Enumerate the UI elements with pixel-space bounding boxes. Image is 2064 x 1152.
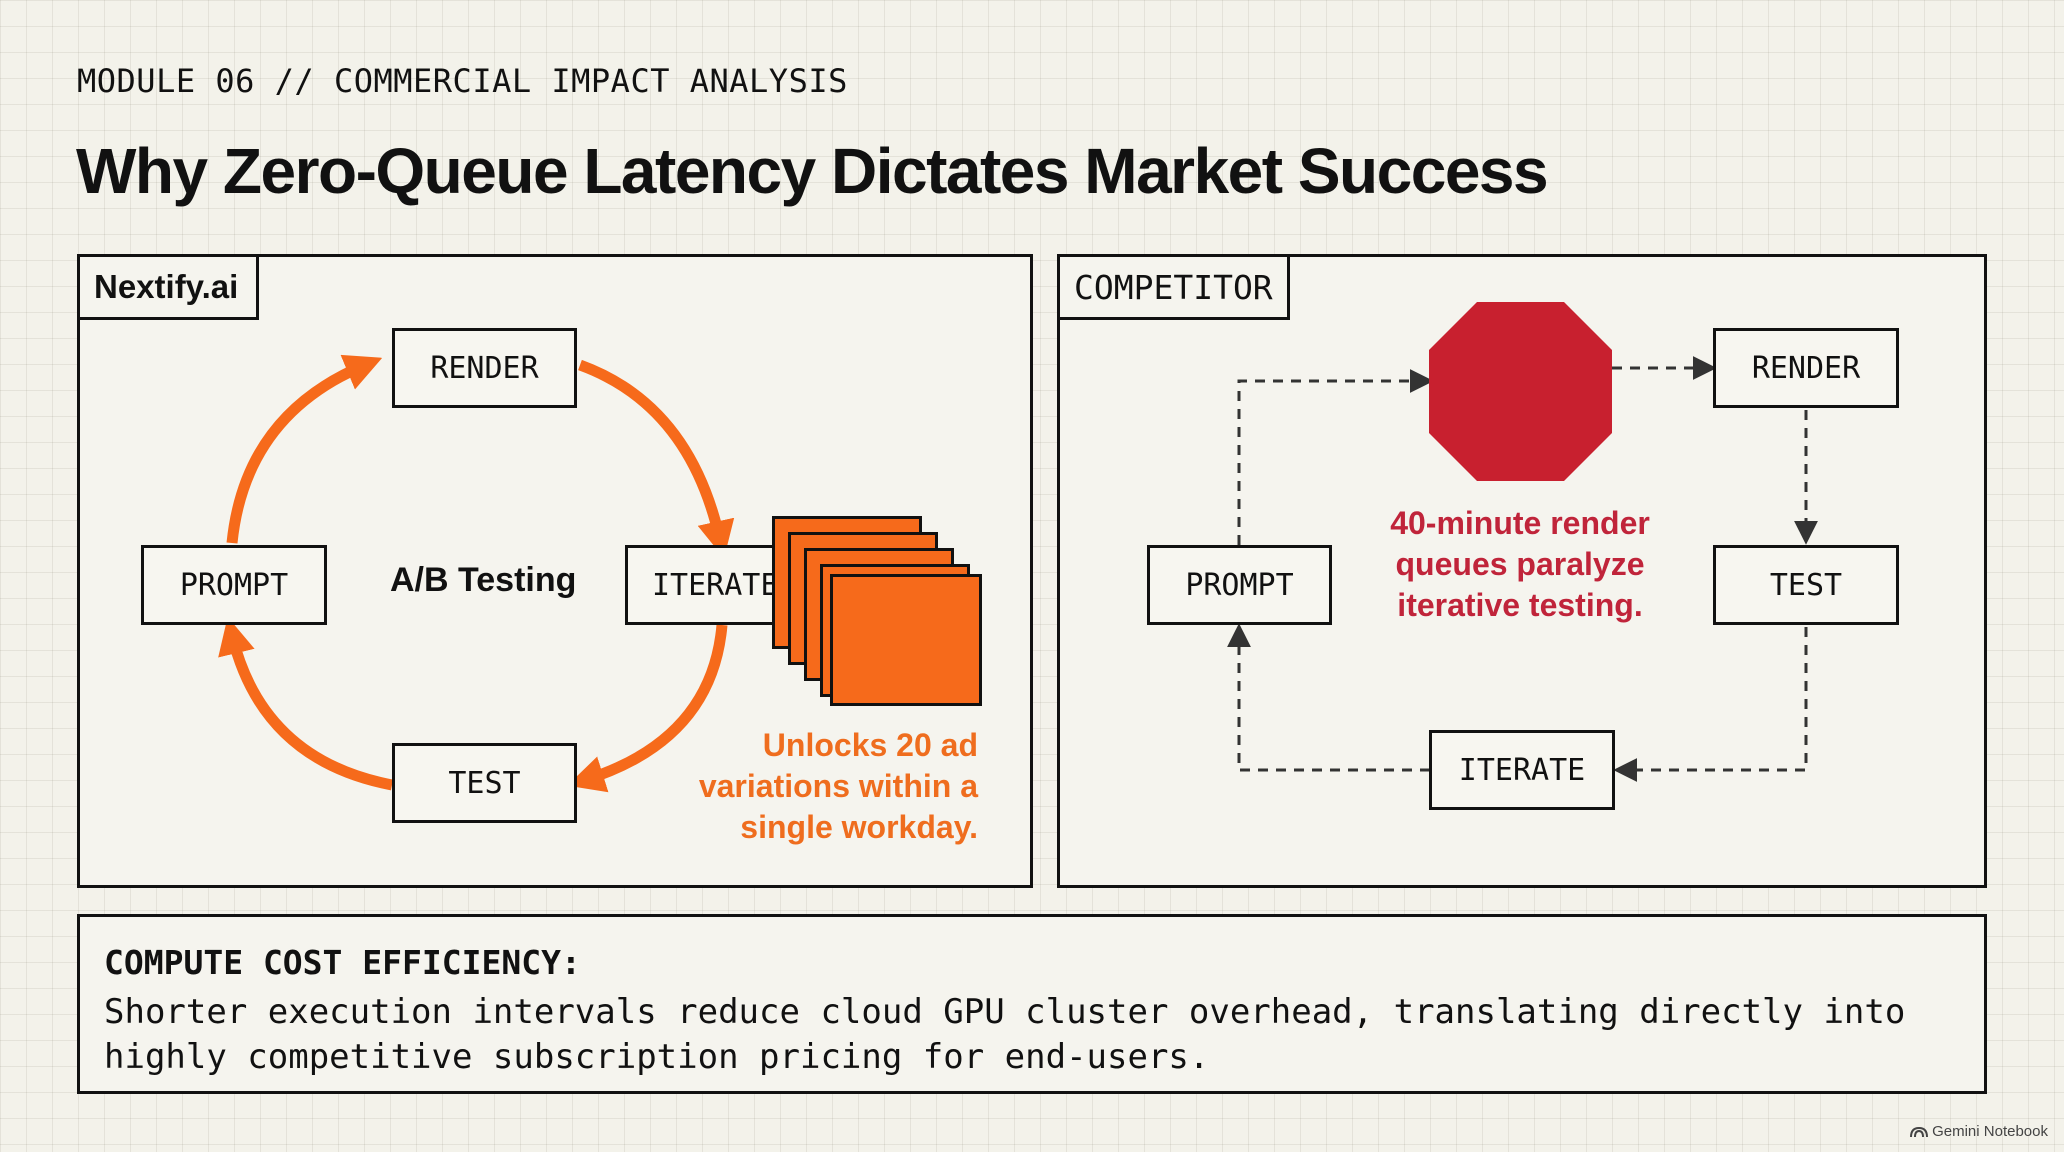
nextify-note: Unlocks 20 ad variations within a single… <box>620 725 978 848</box>
dash-prompt-to-stop <box>1237 369 1434 545</box>
ad-variation-card <box>830 574 982 706</box>
competitor-note-line: iterative testing. <box>1397 587 1643 623</box>
competitor-note-line: 40-minute render <box>1390 505 1650 541</box>
compute-cost-heading: COMPUTE COST EFFICIENCY: <box>104 943 581 982</box>
competitor-render-node: RENDER <box>1713 328 1899 408</box>
competitor-iterate-node: ITERATE <box>1429 730 1615 810</box>
competitor-tag: COMPETITOR <box>1057 254 1290 320</box>
nextify-iterate-node: ITERATE <box>625 545 785 625</box>
compute-cost-line: Shorter execution intervals reduce cloud… <box>104 992 1906 1032</box>
arrow-test-to-prompt <box>218 616 394 791</box>
dash-iterate-to-prompt <box>1227 623 1430 772</box>
page-title: Why Zero-Queue Latency Dictates Market S… <box>76 135 1549 207</box>
nextify-note-line: single workday. <box>740 809 978 845</box>
stop-octagon-icon <box>1429 302 1612 481</box>
watermark-text: Gemini Notebook <box>1932 1123 2048 1140</box>
nextify-test-node: TEST <box>392 743 577 823</box>
arrow-prompt-to-render <box>226 354 383 544</box>
arrow-iterate-to-test <box>567 624 728 793</box>
nextify-note-line: variations within a <box>698 768 978 804</box>
nextify-tag: Nextify.ai <box>77 254 259 320</box>
competitor-note: 40-minute render queues paralyze iterati… <box>1340 503 1700 626</box>
nextify-note-line: Unlocks 20 ad <box>762 727 978 763</box>
compute-cost-line: highly competitive subscription pricing … <box>104 1037 1210 1077</box>
competitor-prompt-node: PROMPT <box>1147 545 1332 625</box>
watermark: Gemini Notebook <box>1910 1123 2048 1140</box>
ab-testing-label: A/B Testing <box>390 561 577 599</box>
nextify-prompt-node: PROMPT <box>141 545 327 625</box>
module-eyebrow: MODULE 06 // COMMERCIAL IMPACT ANALYSIS <box>77 62 848 100</box>
compute-cost-body: Shorter execution intervals reduce cloud… <box>104 990 1960 1080</box>
notebook-icon <box>1910 1126 1929 1137</box>
competitor-note-line: queues paralyze <box>1395 546 1645 582</box>
dash-test-to-iterate <box>1613 627 1808 782</box>
arrow-render-to-iterate <box>578 359 735 559</box>
nextify-render-node: RENDER <box>392 328 577 408</box>
competitor-test-node: TEST <box>1713 545 1899 625</box>
compute-cost-box: COMPUTE COST EFFICIENCY: Shorter executi… <box>77 914 1987 1094</box>
